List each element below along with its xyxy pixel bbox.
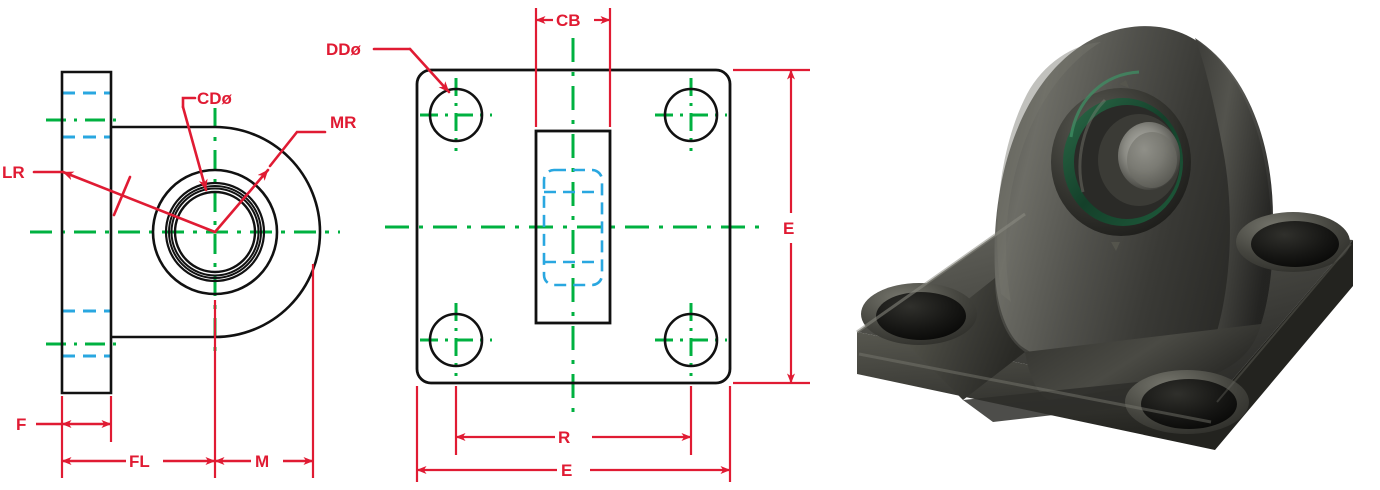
mr-label: MR <box>330 113 356 132</box>
photo-bore-seal-arc-highlight <box>1069 70 1140 138</box>
front-view-bolt-holes <box>428 87 719 368</box>
bore-circle <box>173 190 257 274</box>
photo-cast-mark-bottom <box>1111 242 1120 251</box>
photo-arch-left-highlight <box>997 42 1101 302</box>
photo-plate-top-highlight <box>856 212 1026 334</box>
photo-support-rib-left <box>909 278 1025 400</box>
bolt-hole-bottom-left <box>428 312 484 368</box>
dimension-e-vertical <box>733 68 810 385</box>
bolt-hole-top-left <box>428 87 484 143</box>
side-view-centerlines <box>30 108 340 356</box>
side-view-group: CDø MR LR <box>2 70 356 478</box>
photo-support-rib-front <box>1025 324 1261 400</box>
front-view-plate-outline <box>415 68 732 385</box>
dimension-fl-label: FL <box>129 452 150 471</box>
side-view-extension-lines <box>60 264 315 478</box>
side-view-flange-outline <box>60 70 113 395</box>
bolt-hole-bottom-right <box>663 312 719 368</box>
photo-bore-race-highlight <box>1078 98 1107 193</box>
photo-base-right-edge <box>1215 240 1353 450</box>
dimension-f-label: F <box>16 415 26 434</box>
photo-cast-mark-top <box>1119 80 1129 88</box>
dimension-r <box>454 386 693 455</box>
bolt-hole-top-right <box>663 87 719 143</box>
photo-hole-right <box>1251 221 1339 267</box>
product-photo-svg <box>856 26 1353 450</box>
dimension-cb <box>534 8 612 127</box>
side-view-hidden-lines <box>62 91 111 358</box>
mr-radius-leader <box>213 130 327 234</box>
lr-radius-leader <box>32 170 217 234</box>
dimension-e-vertical-label: E <box>783 219 794 238</box>
side-view-bore-circles <box>151 168 279 296</box>
photo-bore-inner-shadow <box>1127 132 1177 188</box>
cd-diameter-label: CDø <box>197 89 233 108</box>
dimension-e-horizontal-label: E <box>561 461 572 480</box>
boss-outer-circle <box>151 168 279 296</box>
front-view-hidden-bore <box>542 168 604 287</box>
dd-diameter-leader <box>372 47 451 94</box>
bearing-mid-circle <box>168 185 262 279</box>
side-view-body-profile <box>111 125 322 339</box>
cd-diameter-leader <box>181 96 208 192</box>
front-view-group: DDø CB E <box>326 8 810 482</box>
dimension-e-horizontal <box>415 386 732 482</box>
dimension-r-label: R <box>558 428 570 447</box>
lr-label: LR <box>2 163 25 182</box>
photo-plate-right-highlight <box>1216 243 1352 403</box>
dd-diameter-label: DDø <box>326 40 362 59</box>
product-photo <box>843 2 1377 488</box>
photo-plate-front-highlight <box>858 352 1212 424</box>
front-view-boss-rect <box>534 129 612 325</box>
photo-hole-left <box>876 292 966 340</box>
bearing-inner-circle <box>170 187 260 277</box>
photo-hole-front <box>1141 379 1237 429</box>
bearing-outer-circle <box>164 181 266 283</box>
dimension-m-label: M <box>255 452 269 471</box>
dimension-cb-label: CB <box>556 11 581 30</box>
